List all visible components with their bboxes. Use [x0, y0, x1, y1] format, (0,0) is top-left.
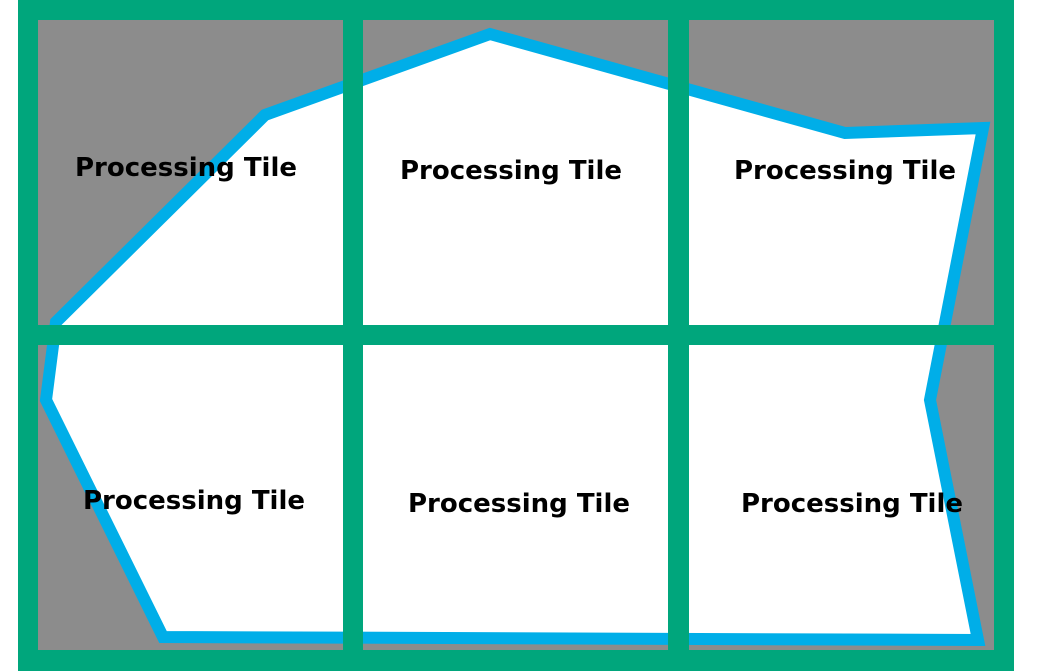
tile-grid [18, 0, 1014, 671]
grid-border-bottom [18, 650, 1014, 671]
region-outline [39, 27, 991, 647]
grid-divider-horizontal [18, 325, 1014, 345]
grid-border-top [18, 0, 1014, 20]
